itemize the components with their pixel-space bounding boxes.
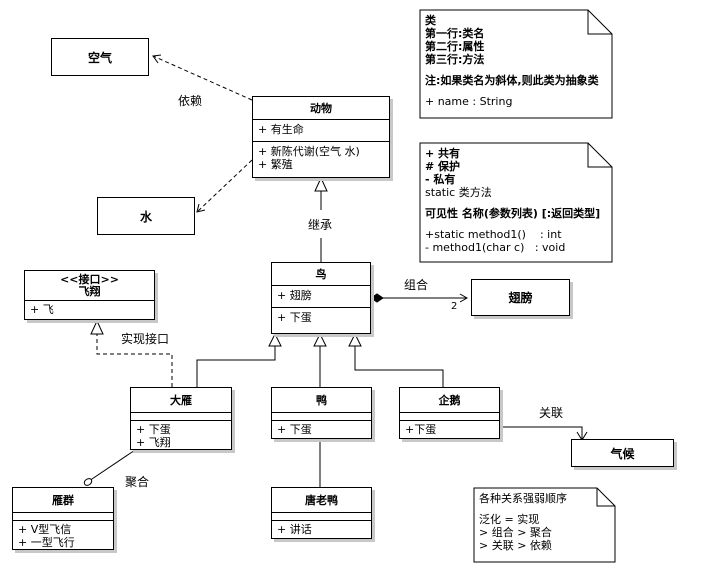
water-label: 水 (139, 209, 152, 224)
note3-line: 各种关系强弱顺序 (479, 492, 567, 505)
note2-outline (419, 142, 613, 263)
note1-line: 第一行:类名 (425, 27, 485, 40)
note1-outline (419, 9, 613, 119)
note3-outline (473, 487, 616, 563)
donald-method: + 讲话 (277, 523, 312, 536)
animal-method: + 繁殖 (258, 158, 293, 171)
donald-class-name: 唐老鸭 (272, 488, 371, 513)
bird-method: + 下蛋 (277, 311, 312, 324)
fly-interface: <<接口>> 飞翔 + 飞 (24, 270, 155, 320)
dependency-water-arrowhead (196, 203, 206, 213)
note3-line: > 组合 > 聚合 (479, 526, 552, 539)
climate-label: 气候 (610, 446, 635, 461)
bird-class: 鸟 + 翅膀 + 下蛋 (271, 262, 371, 334)
animal-class-name: 动物 (253, 97, 389, 120)
interface-name: 飞翔 (78, 284, 101, 298)
dependency-air-arrowhead (152, 54, 162, 64)
goose-class: 大雁 + 下蛋 + 飞翔 (130, 387, 232, 450)
air-label: 空气 (87, 50, 112, 65)
water-box: 水 (97, 197, 195, 235)
note-visibility-legend: + 共有 # 保护 - 私有 static 类方法 可见性 名称(参数列表) [… (425, 147, 600, 254)
note2-line: - method1(char c) : void (425, 241, 566, 254)
note-relation-order: 各种关系强弱顺序 泛化 = 实现 > 组合 > 聚合 > 关联 > 依赖 (479, 492, 567, 552)
bird-attr: + 翅膀 (277, 289, 312, 302)
composition-diamond (370, 293, 384, 303)
inherit-triangle (314, 176, 328, 192)
inherit-label: 继承 (308, 218, 333, 232)
multiplicity-label: 2 (451, 301, 458, 312)
note1-line: 注:如果类名为斜体,则此类为抽象类 (425, 74, 599, 87)
air-box: 空气 (51, 38, 149, 76)
note2-line: + 共有 (425, 147, 461, 160)
realize-line (96, 334, 173, 387)
flock-class: 雁群 + V型飞信 + 一型飞行 (12, 487, 114, 550)
penguin-class: 企鹅 +下蛋 (399, 387, 500, 439)
penguin-class-name: 企鹅 (400, 388, 499, 413)
aggregation-diamond (83, 478, 93, 486)
flock-method: + V型飞信 (18, 523, 72, 536)
note2-line: # 保护 (425, 160, 461, 173)
composition-label: 组合 (404, 278, 429, 292)
association-label: 关联 (539, 406, 564, 420)
note2-line: +static method1() : int (425, 228, 562, 241)
aggregation-label: 聚合 (125, 475, 150, 489)
interface-stereotype: <<接口>> (60, 272, 119, 286)
association-line (500, 426, 583, 440)
realize-label: 实现接口 (121, 332, 170, 346)
donald-class: 唐老鸭 + 讲话 (271, 487, 372, 539)
wing-label: 翅膀 (508, 291, 533, 305)
realize-triangle (90, 319, 104, 335)
inherit-penguin-line (354, 346, 444, 387)
note-class-legend: 类 第一行:类名 第二行:属性 第三行:方法 注:如果类名为斜体,则此类为抽象类… (425, 14, 599, 108)
inherit-goose-line (196, 346, 276, 387)
dependency-label: 依赖 (178, 94, 203, 108)
dependency-water-line (196, 159, 253, 213)
goose-method: + 飞翔 (136, 436, 171, 449)
note3-line: > 关联 > 依赖 (479, 539, 552, 552)
duck-class-name: 鸭 (272, 388, 371, 413)
goose-class-name: 大雁 (131, 388, 231, 413)
note2-line: 可见性 名称(参数列表) [:返回类型] (425, 207, 601, 220)
duck-class: 鸭 + 下蛋 (271, 387, 372, 439)
animal-method: + 新陈代谢(空气 水) (258, 145, 360, 158)
animal-class: 动物 + 有生命 + 新陈代谢(空气 水) + 繁殖 (252, 96, 390, 178)
note2-line: static 类方法 (425, 186, 492, 199)
climate-box: 气候 (571, 439, 674, 467)
dependency-air-line (152, 55, 253, 101)
note1-line: 第三行:方法 (425, 53, 485, 66)
note1-line: 第二行:属性 (425, 40, 485, 53)
penguin-method: +下蛋 (405, 423, 437, 436)
goose-method: + 下蛋 (136, 423, 171, 436)
duck-method: + 下蛋 (277, 423, 312, 436)
animal-attr: + 有生命 (258, 123, 304, 136)
note3-line: 泛化 = 实现 (479, 513, 540, 526)
note1-line: + name : String (425, 95, 513, 108)
wing-box: 翅膀 (471, 279, 570, 316)
note1-line: 类 (425, 14, 436, 27)
note2-line: - 私有 (425, 173, 456, 186)
flock-method: + 一型飞行 (18, 536, 75, 549)
interface-method: + 飞 (30, 303, 54, 316)
bird-class-name: 鸟 (272, 263, 370, 286)
flock-class-name: 雁群 (13, 488, 113, 513)
